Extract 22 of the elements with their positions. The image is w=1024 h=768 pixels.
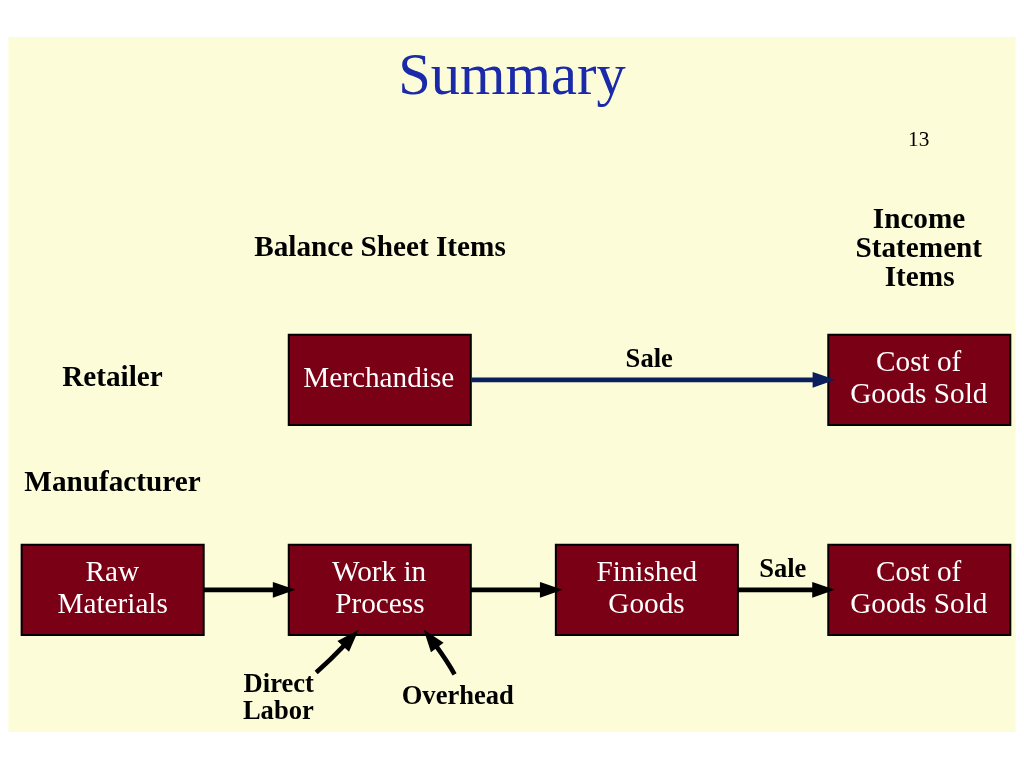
node-box: Merchandise	[287, 333, 472, 426]
edge-label: Sale	[625, 342, 673, 373]
node-box: Cost of Goods Sold	[827, 333, 1012, 426]
label: 13	[908, 126, 930, 151]
arrow	[471, 581, 563, 598]
arrow	[737, 581, 835, 598]
arrow	[314, 629, 359, 674]
node-box: Cost of Goods Sold	[827, 543, 1012, 636]
label: Manufacturer	[24, 464, 201, 497]
node-text: Direct Labor	[242, 667, 314, 725]
label: Balance Sheet Items	[254, 229, 506, 262]
label: Retailer	[62, 359, 163, 392]
node-box: Finished Goods	[554, 543, 739, 636]
arrow	[423, 628, 457, 675]
arrow	[471, 371, 836, 388]
diagram-title: Summary	[398, 41, 626, 107]
node-box: Raw Materials	[20, 543, 205, 636]
node-text: Overhead	[401, 679, 514, 710]
node-box: Work in Process	[287, 543, 472, 636]
arrow	[203, 581, 296, 598]
edge-label: Sale	[759, 552, 807, 583]
label: Income Statement Items	[855, 201, 983, 292]
